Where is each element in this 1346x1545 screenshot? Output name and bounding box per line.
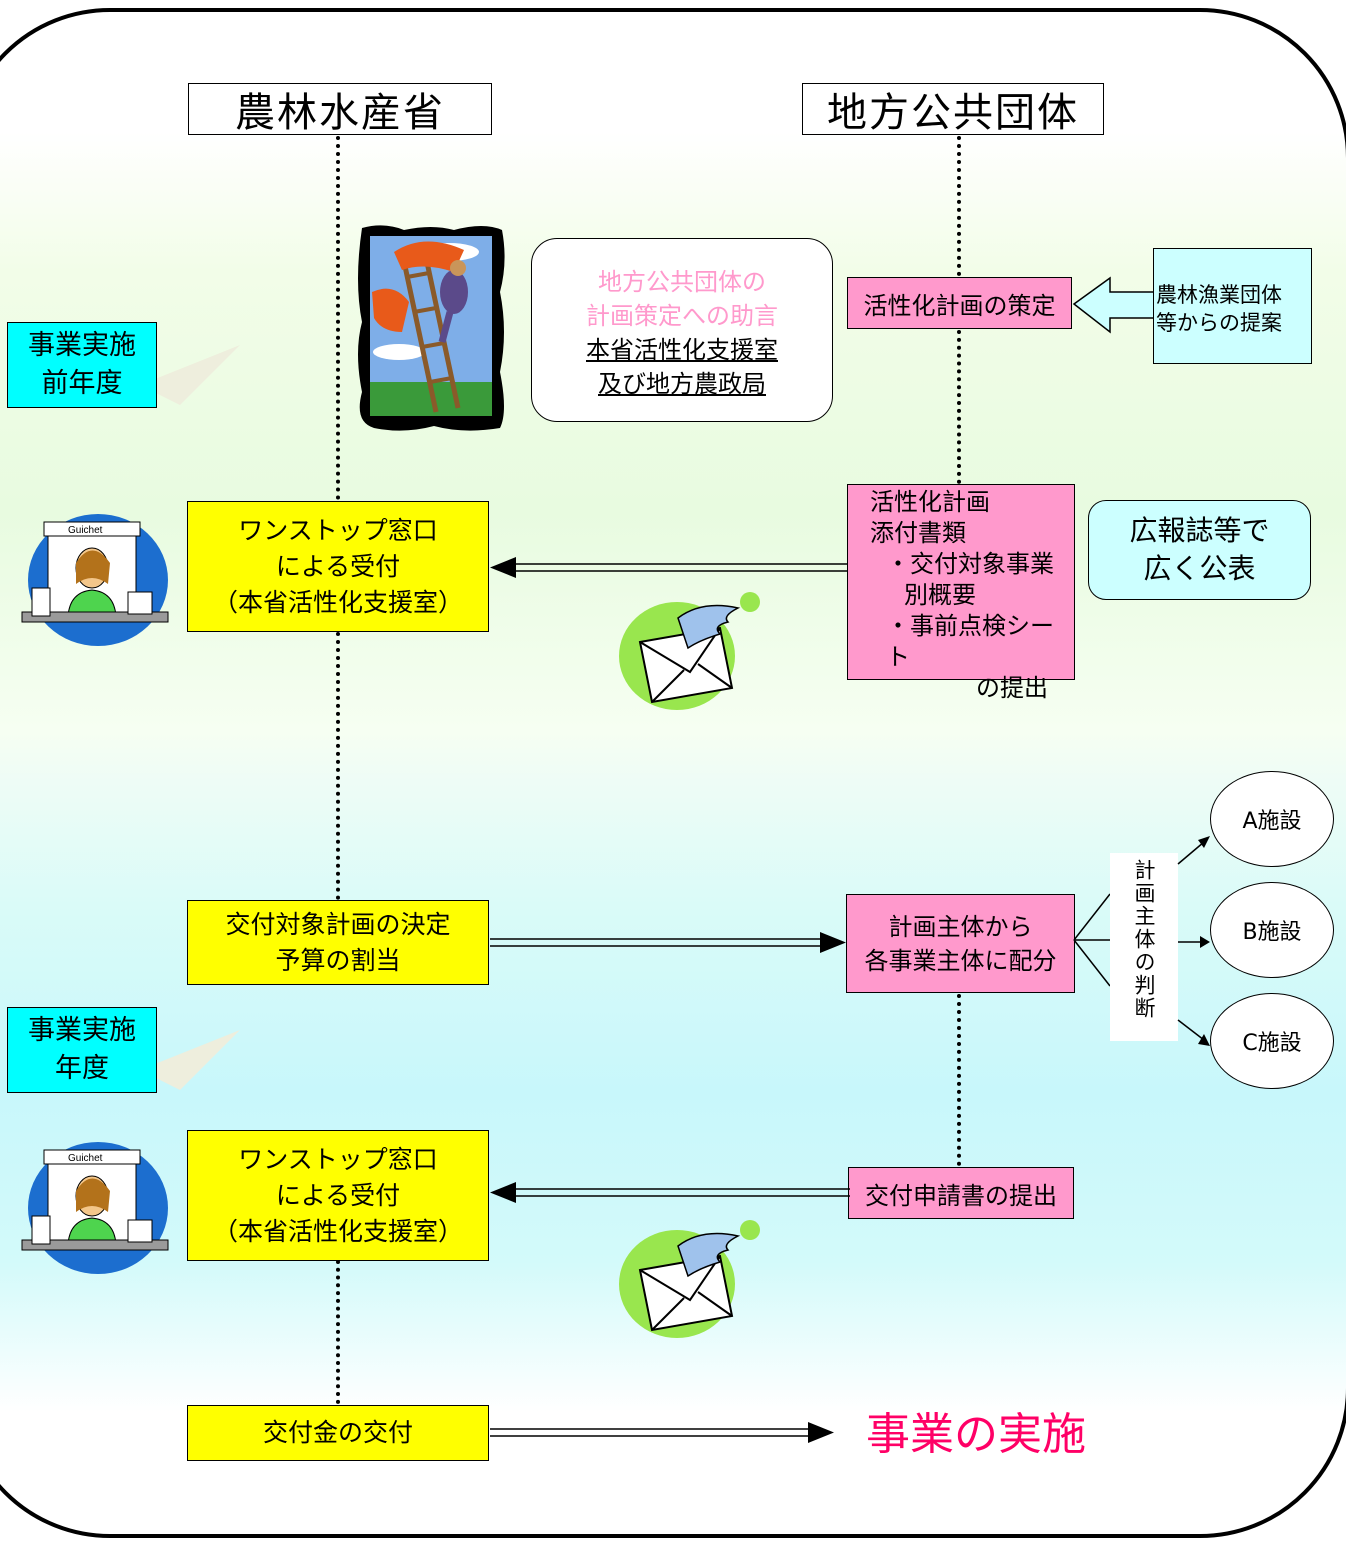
reception-clerk-illustration-1: Guichet xyxy=(21,514,169,646)
allocation-box: 計画主体から 各事業主体に配分 xyxy=(846,894,1075,993)
one-stop-1-line-2: による受付 xyxy=(275,551,401,581)
one-stop-2-line-2: による受付 xyxy=(275,1180,401,1210)
grant-target-decision-box: 交付対象計画の決定 予算の割当 xyxy=(187,900,489,985)
advice-line-3: 本省活性化支援室 xyxy=(586,336,778,364)
advice-line-4: 及び地方農政局 xyxy=(598,370,766,398)
year-label-before-line1: 事業実施 xyxy=(28,330,136,361)
plan-submission-box: 活性化計画 添付書類 ・交付対象事業 別概要 ・事前点検シート の提出 xyxy=(847,484,1075,702)
submission-line-6: の提出 xyxy=(976,674,1048,702)
facility-arrows xyxy=(1177,836,1210,1046)
year-callout-shadow-1 xyxy=(140,345,240,405)
proposal-arrow xyxy=(1072,276,1157,334)
allocation-line-1: 計画主体から xyxy=(888,912,1033,941)
year-label-during: 事業実施 年度 xyxy=(7,1007,157,1093)
one-stop-2-line-3: （本省活性化支援室） xyxy=(212,1216,463,1246)
planner-judgement-label: 計画主体の判断 xyxy=(1110,853,1178,1041)
facility-a: A施設 xyxy=(1210,771,1334,867)
envelope-illustration-2 xyxy=(619,1220,760,1338)
ministry-lifeline-3 xyxy=(336,1260,340,1404)
application-submission-box: 交付申請書の提出 xyxy=(848,1167,1074,1219)
submission-line-5: ・事前点検シート xyxy=(886,612,1054,671)
one-stop-1-line-1: ワンストップ窓口 xyxy=(238,515,438,545)
facility-b: B施設 xyxy=(1210,882,1334,978)
header-ministry: 農林水産省 xyxy=(188,83,492,136)
one-stop-2-line-1: ワンストップ窓口 xyxy=(238,1144,438,1174)
decision-line-2: 予算の割当 xyxy=(275,945,401,975)
proposal-line-1: 農林漁業団体 xyxy=(1156,283,1282,307)
year-label-during-line2: 年度 xyxy=(55,1053,109,1084)
envelope-illustration-1 xyxy=(619,592,760,710)
arrow-application-to-reception-2 xyxy=(490,1182,850,1203)
ministry-lifeline-2 xyxy=(336,632,340,900)
header-local-government: 地方公共団体 xyxy=(802,83,1104,136)
publish-box: 広報誌等で 広く公表 xyxy=(1088,500,1311,600)
year-label-before: 事業実施 前年度 xyxy=(7,322,157,408)
proposal-line-2: 等からの提案 xyxy=(1156,311,1282,335)
submission-line-4: 別概要 xyxy=(904,581,976,609)
advice-line-1: 地方公共団体の xyxy=(598,268,766,296)
plan-formulation-box: 活性化計画の策定 xyxy=(847,277,1072,329)
one-stop-1-line-3: （本省活性化支援室） xyxy=(212,587,463,617)
arrow-grant-to-execution xyxy=(490,1422,834,1443)
ministry-lifeline-1 xyxy=(336,136,340,500)
ladder-climber-illustration xyxy=(358,225,505,431)
proposal-box: 農林漁業団体 等からの提案 xyxy=(1153,248,1312,364)
advice-box: 地方公共団体の 計画策定への助言 本省活性化支援室 及び地方農政局 xyxy=(531,238,833,422)
allocation-line-2: 各事業主体に配分 xyxy=(864,946,1057,975)
planner-judgement-text: 計画主体の判断 xyxy=(1132,859,1156,1020)
publish-line-1: 広報誌等で xyxy=(1129,514,1270,547)
one-stop-reception-box-1: ワンストップ窓口 による受付 （本省活性化支援室） xyxy=(187,501,489,632)
facility-c: C施設 xyxy=(1210,993,1334,1089)
project-execution-label: 事業の実施 xyxy=(866,1409,1086,1460)
submission-line-1: 活性化計画 xyxy=(870,488,990,516)
year-label-before-line2: 前年度 xyxy=(41,368,123,399)
publish-line-2: 広く公表 xyxy=(1143,552,1256,585)
local-gov-lifeline-1 xyxy=(957,136,961,276)
submission-line-2: 添付書類 xyxy=(870,519,966,547)
grant-payment-box-visible: 交付金の交付 xyxy=(187,1405,489,1461)
arrow-decision-to-allocation xyxy=(490,932,846,953)
decision-line-1: 交付対象計画の決定 xyxy=(225,909,451,939)
year-callout-shadow-2 xyxy=(140,1030,240,1090)
guichet-sign-2: Guichet xyxy=(68,1153,103,1164)
local-gov-lifeline-2 xyxy=(957,330,961,484)
arrow-submission-to-reception-1 xyxy=(490,557,848,578)
allocation-fan-lines xyxy=(1073,893,1111,987)
reception-clerk-illustration-2: Guichet xyxy=(21,1142,169,1274)
year-label-during-line1: 事業実施 xyxy=(28,1015,136,1046)
guichet-sign-1: Guichet xyxy=(68,525,103,536)
one-stop-reception-box-2: ワンストップ窓口 による受付 （本省活性化支援室） xyxy=(187,1130,489,1261)
advice-line-2: 計画策定への助言 xyxy=(586,302,778,330)
local-gov-lifeline-3 xyxy=(957,994,961,1166)
submission-line-3: ・交付対象事業 xyxy=(886,550,1054,578)
